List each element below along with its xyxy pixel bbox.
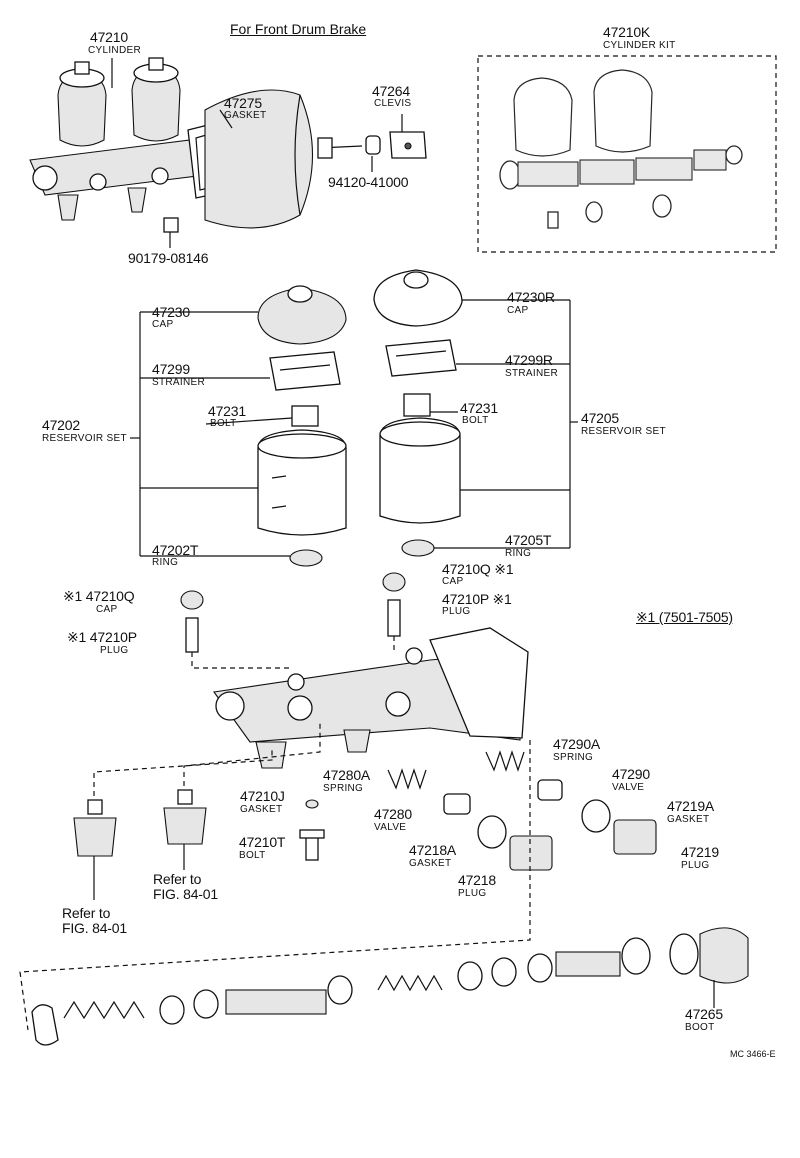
cylinder-kit-illustration (499, 69, 743, 229)
refer-right-line2: FIG. 84-01 (153, 886, 218, 902)
part-47210J-name: GASKET (240, 804, 283, 815)
part-47202T-number: 47202T (152, 542, 199, 558)
part-47202T-name: RING (152, 557, 179, 568)
part-47231-left-number: 47231 (208, 403, 246, 419)
cylinder-body-illustration (213, 627, 529, 769)
part-94120-number: 94120-41000 (328, 174, 409, 190)
part-47280-name: VALVE (374, 822, 407, 833)
part-47210-name: CYLINDER (88, 45, 141, 56)
part-47290A-name: SPRING (553, 752, 594, 763)
reservoir-set-brackets (130, 299, 578, 557)
part-47265-number: 47265 (685, 1006, 723, 1022)
clevis-illustration (365, 131, 427, 159)
part-47210T-name: BOLT (239, 850, 266, 861)
part-47210K-number: 47210K (603, 24, 651, 40)
part-47290-name: VALVE (612, 782, 645, 793)
part-47210P-right-name: PLUG (442, 606, 471, 617)
part-47275-number: 47275 (224, 95, 262, 111)
part-47202-name: RESERVOIR SET (42, 433, 127, 444)
part-47280-number: 47280 (374, 806, 412, 822)
part-47205-name: RESERVOIR SET (581, 426, 666, 437)
part-47230R-number: 47230R (507, 289, 555, 305)
part-47210K-name: CYLINDER KIT (603, 40, 676, 51)
part-47275-name: GASKET (224, 110, 267, 121)
part-47218-number: 47218 (458, 872, 496, 888)
dashed-connections (19, 636, 531, 1031)
valves-springs-illustration (299, 750, 657, 871)
part-47210Q-right-name: CAP (442, 576, 464, 587)
part-47299-number: 47299 (152, 361, 190, 377)
pressure-switches-illustration (73, 789, 207, 900)
cylinder-kit-frame (477, 55, 777, 253)
model-range-note: ※1 (7501-7505) (636, 609, 733, 625)
figure-code: MC 3466-E (730, 1049, 776, 1059)
part-47299-name: STRAINER (152, 377, 205, 388)
part-47299R-number: 47299R (505, 352, 553, 368)
master-cylinder-assembly-illustration (29, 57, 363, 233)
part-47280A-name: SPRING (323, 783, 364, 794)
refer-left-line1: Refer to (62, 905, 111, 921)
part-47265-name: BOOT (685, 1022, 715, 1033)
part-47202-number: 47202 (42, 417, 80, 433)
reservoir-right-illustration (373, 269, 463, 557)
refer-left-line2: FIG. 84-01 (62, 920, 127, 936)
part-47231-right-number: 47231 (460, 400, 498, 416)
part-47231-left-name: BOLT (210, 418, 237, 429)
part-47219A-number: 47219A (667, 798, 715, 814)
part-47290A-number: 47290A (553, 736, 601, 752)
diagram-title: For Front Drum Brake (230, 21, 367, 37)
part-47210P-left-number: ※1 47210P (67, 629, 137, 645)
part-90179-number: 90179-08146 (128, 250, 209, 266)
refer-right-line1: Refer to (153, 871, 202, 887)
part-47210-number: 47210 (90, 29, 128, 45)
part-47219A-name: GASKET (667, 814, 710, 825)
part-47205T-number: 47205T (505, 532, 552, 548)
part-47299R-name: STRAINER (505, 368, 558, 379)
piston-assembly-illustration (31, 927, 749, 1046)
reservoir-left-illustration (257, 285, 347, 567)
part-47210P-left-name: PLUG (100, 645, 129, 656)
part-47230-number: 47230 (152, 304, 190, 320)
part-47264-number: 47264 (372, 83, 410, 99)
part-47205-number: 47205 (581, 410, 619, 426)
part-47205T-name: RING (505, 548, 532, 559)
part-47280A-number: 47280A (323, 767, 371, 783)
part-47231-right-name: BOLT (462, 415, 489, 426)
callout-leaders-top (111, 58, 403, 248)
part-47210P-right-number: 47210P ※1 (442, 591, 512, 607)
part-47218-name: PLUG (458, 888, 487, 899)
part-47210Q-right-number: 47210Q ※1 (442, 561, 514, 577)
part-47219-number: 47219 (681, 844, 719, 860)
part-47218A-name: GASKET (409, 858, 452, 869)
part-47290-number: 47290 (612, 766, 650, 782)
part-47230-name: CAP (152, 319, 174, 330)
part-47218A-number: 47218A (409, 842, 457, 858)
part-47210Q-left-name: CAP (96, 604, 118, 615)
part-47210J-number: 47210J (240, 788, 285, 804)
caps-plugs-illustration (180, 572, 406, 653)
part-47264-name: CLEVIS (374, 98, 412, 109)
part-47219-name: PLUG (681, 860, 710, 871)
part-47210T-number: 47210T (239, 834, 286, 850)
part-47210Q-left-number: ※1 47210Q (63, 588, 135, 604)
part-47230R-name: CAP (507, 305, 529, 316)
